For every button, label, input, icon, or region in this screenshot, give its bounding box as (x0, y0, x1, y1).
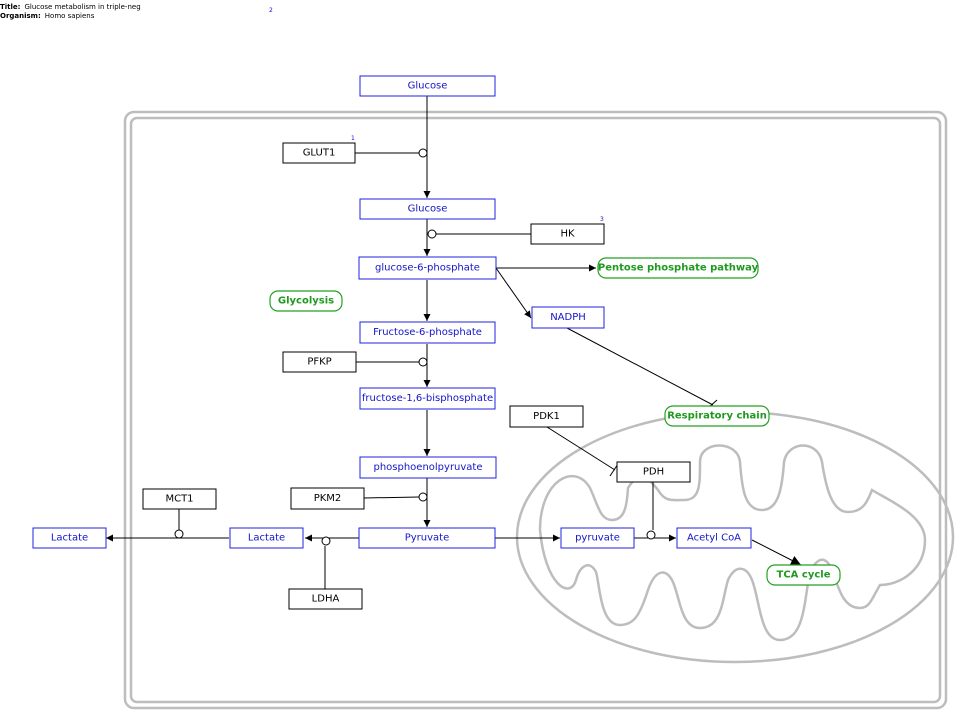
node-label: Lactate (51, 533, 88, 544)
catalysis-anchor (418, 492, 428, 502)
node-pdh[interactable]: PDH (616, 461, 691, 483)
edge-pdk1-inhibits-pdh (546, 426, 616, 471)
cell-membrane-outer (123, 110, 948, 710)
node-pkm2[interactable]: PKM2 (290, 487, 365, 510)
organism-value: Homo sapiens (44, 12, 95, 20)
node-pyruvate[interactable]: Pyruvate (358, 527, 496, 549)
title-line: Title:Glucose metabolism in triple-neg (0, 3, 150, 12)
literature-ref-marker: 2 (269, 7, 273, 14)
edge-nadph-inhibits-resp (566, 327, 714, 406)
node-f6p[interactable]: Fructose-6-phosphate (359, 321, 496, 344)
node-acetyl-coa[interactable]: Acetyl CoA (676, 527, 752, 549)
node-pyruvate-mito[interactable]: pyruvate (560, 527, 635, 549)
node-tca-cycle[interactable]: TCA cycle (766, 564, 841, 586)
node-label: PKM2 (314, 493, 342, 504)
catalysis-anchor (427, 229, 437, 239)
catalysis-anchor (418, 357, 428, 367)
node-glycolysis[interactable]: Glycolysis (269, 290, 343, 312)
node-label: Lactate (248, 533, 285, 544)
node-label: Glucose (408, 81, 448, 92)
node-lactate-int[interactable]: Lactate (229, 527, 304, 549)
title-value: Glucose metabolism in triple-neg (24, 3, 141, 11)
node-label: PDK1 (533, 411, 560, 422)
node-label: Glycolysis (278, 296, 334, 307)
node-f16bp[interactable]: fructose-1,6-bisphosphate (359, 387, 496, 410)
node-label: Glucose (408, 204, 448, 215)
node-label: Pyruvate (405, 533, 450, 544)
catalysis-anchor (646, 530, 656, 540)
node-label: HK (560, 229, 575, 240)
catalysis-anchor (174, 529, 184, 539)
edge-pkm2-catalysis (363, 496, 420, 499)
catalysis-anchor (418, 148, 428, 158)
title-label: Title: (0, 3, 21, 11)
node-label: Respiratory chain (667, 411, 767, 422)
node-label: GLUT1 (303, 148, 336, 159)
edge-acetylcoa-to-tca (751, 539, 802, 566)
mitochondrion-cristae (538, 444, 927, 642)
edge-g6p-to-nadph (495, 267, 532, 319)
node-pdk1[interactable]: PDK1 (509, 405, 584, 428)
node-g6p[interactable]: glucose-6-phosphate (358, 256, 497, 280)
node-label: Pentose phosphate pathway (598, 263, 759, 274)
node-respiratory-chain[interactable]: Respiratory chain (664, 405, 770, 427)
node-mct1[interactable]: MCT1 (142, 488, 217, 510)
node-nadph[interactable]: NADPH (531, 306, 605, 329)
node-label: NADPH (550, 312, 586, 323)
node-label: PFKP (307, 357, 331, 368)
node-pep[interactable]: phosphoenolpyruvate (359, 456, 497, 479)
literature-ref-marker: 1 (351, 135, 355, 142)
node-label: PDH (643, 467, 664, 478)
node-label: TCA cycle (777, 570, 831, 581)
node-label: Acetyl CoA (687, 533, 741, 544)
node-label: LDHA (312, 594, 340, 605)
organism-label: Organism: (0, 12, 41, 20)
node-glucose-ext[interactable]: Glucose (359, 75, 496, 97)
node-lactate-ext[interactable]: Lactate (32, 527, 107, 549)
pathway-header: Title:Glucose metabolism in triple-neg O… (0, 3, 150, 21)
organism-line: Organism:Homo sapiens (0, 12, 150, 21)
node-label: glucose-6-phosphate (375, 263, 480, 274)
node-ldha[interactable]: LDHA (288, 588, 363, 610)
cell-membrane-inner (129, 116, 942, 704)
node-label: Fructose-6-phosphate (373, 327, 482, 338)
node-glut1[interactable]: GLUT1 (282, 142, 356, 164)
catalysis-anchor (321, 536, 331, 546)
node-hk[interactable]: HK (530, 223, 605, 245)
literature-ref-marker: 3 (600, 216, 604, 223)
node-label: fructose-1,6-bisphosphate (362, 393, 493, 404)
node-pfkp[interactable]: PFKP (282, 351, 357, 373)
node-label: MCT1 (165, 494, 193, 505)
node-pentose-phosphate-pathway[interactable]: Pentose phosphate pathway (597, 257, 759, 279)
node-glucose-int[interactable]: Glucose (359, 198, 496, 220)
node-label: phosphoenolpyruvate (373, 462, 482, 473)
node-label: pyruvate (575, 533, 620, 544)
